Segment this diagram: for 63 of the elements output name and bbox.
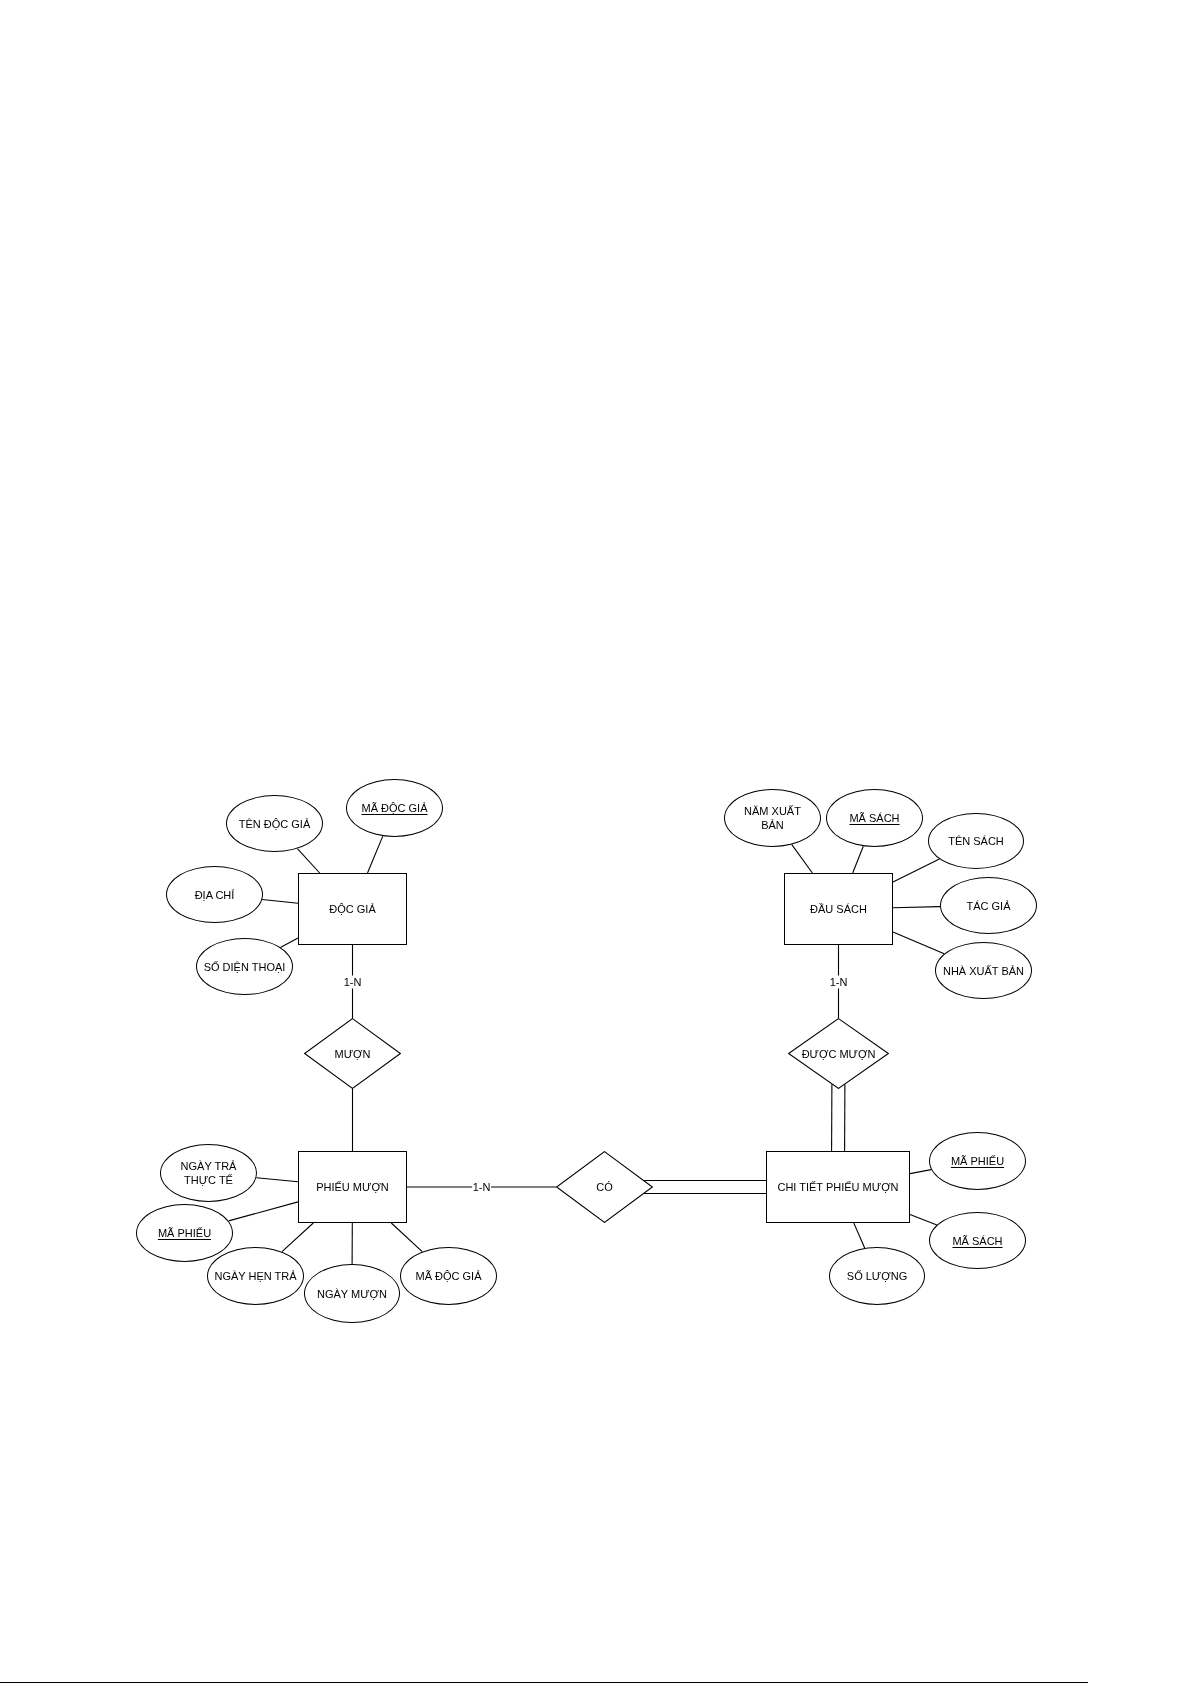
- entity-box: [784, 873, 893, 945]
- connector-line: [892, 906, 941, 909]
- connector-line: [837, 944, 840, 1019]
- relationship-name: MƯỢN: [334, 1046, 371, 1061]
- connector-line: [791, 844, 813, 874]
- connector-line: [255, 1177, 299, 1183]
- relationship-diamond: [304, 1018, 401, 1089]
- relationship-diamond: [788, 1018, 889, 1089]
- attribute-name: NGÀY TRẢ THỰC TẾ: [179, 1159, 238, 1187]
- attribute-ellipse: [400, 1247, 497, 1305]
- connector-line: [351, 1088, 354, 1152]
- entity-name: ĐỘC GIẢ: [329, 902, 376, 916]
- entity-name: CHI TIẾT PHIẾU MƯỢN: [777, 1180, 899, 1194]
- entity-box: [298, 873, 407, 945]
- connector-line: [261, 898, 299, 904]
- relationship-name: ĐƯỢC MƯỢN: [801, 1046, 876, 1061]
- connector-line: [279, 937, 299, 948]
- connector-line: [406, 1186, 557, 1188]
- attribute-name: TÊN ĐỘC GIẢ: [238, 816, 311, 831]
- attribute-name: NGÀY MƯỢN: [317, 1286, 387, 1301]
- connector-line: [853, 1222, 866, 1249]
- attribute-name: NĂM XUẤT BẢN: [743, 804, 802, 832]
- entity-name: ĐẦU SÁCH: [810, 902, 867, 916]
- attribute-name: TÁC GIẢ: [966, 898, 1011, 913]
- connector-line: [844, 1083, 846, 1152]
- attribute-name: TÊN SÁCH: [948, 834, 1004, 848]
- attribute-ellipse: [196, 938, 293, 995]
- attribute-ellipse: [935, 942, 1032, 999]
- connector-line: [351, 944, 354, 1019]
- attribute-ellipse: [928, 813, 1024, 869]
- connector-line: [366, 835, 384, 874]
- attribute-ellipse: [304, 1264, 400, 1323]
- connector-line: [296, 848, 321, 874]
- attribute-name: ĐỊA CHỈ: [194, 887, 235, 902]
- entity-box: [766, 1151, 910, 1223]
- key-attribute-name: MÃ PHIẾU: [950, 1154, 1005, 1168]
- attribute-name: SỐ DIỆN THOẠI: [203, 959, 286, 974]
- attribute-name: NGÀY HẸN TRẢ: [214, 1269, 297, 1283]
- entity-name: PHIẾU MƯỢN: [316, 1180, 389, 1194]
- connector-line: [390, 1222, 423, 1253]
- cardinality-label: 1-N: [828, 975, 849, 988]
- attribute-name: MÃ ĐỘC GIẢ: [415, 1269, 482, 1283]
- key-attribute-name: MÃ ĐỘC GIẢ: [361, 801, 428, 815]
- attribute-ellipse: [207, 1247, 304, 1305]
- connector-line: [852, 845, 864, 874]
- key-attribute-name: MÃ PHIẾU: [157, 1226, 212, 1240]
- attribute-name: NHÀ XUẤT BẢN: [942, 963, 1025, 978]
- key-attribute-ellipse: [136, 1204, 233, 1262]
- relationship-name: CÓ: [596, 1180, 613, 1194]
- cardinality-label: 1-N: [342, 975, 363, 988]
- connector-line: [228, 1201, 299, 1222]
- attribute-name: SỐ LƯỢNG: [846, 1269, 908, 1283]
- connector-line: [281, 1222, 314, 1253]
- key-attribute-name: MÃ SÁCH: [952, 1233, 1003, 1248]
- connector-line: [351, 1222, 353, 1265]
- connector-line: [892, 931, 945, 955]
- relationship-diamond: [556, 1151, 653, 1223]
- entity-box: [298, 1151, 407, 1223]
- connector-line: [831, 1083, 833, 1152]
- cardinality-label: 1-N: [471, 1180, 492, 1194]
- key-attribute-name: MÃ SÁCH: [849, 811, 900, 825]
- connector-line: [909, 1169, 932, 1175]
- connector-line: [892, 858, 940, 883]
